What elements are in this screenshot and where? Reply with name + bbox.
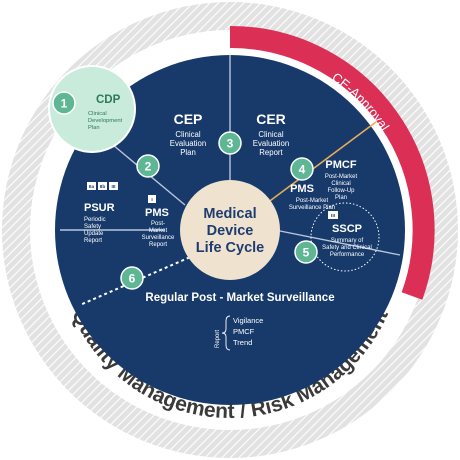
badge-5-label: 5 [303,246,310,260]
divider-upper-right [254,121,377,213]
cdp-bubble [48,65,136,153]
pms-plan-title: PMS [290,183,314,195]
report-label: Report [215,330,221,348]
psur-badge-b-box [98,182,107,190]
report-item-pmcf: PMCF [233,327,255,336]
psur-badge-a: IIa [89,184,95,190]
psur-title: PSUR [84,202,115,214]
badge-4: 4 [290,157,314,181]
badge-2-circle [136,154,160,178]
badge-5-circle [294,240,318,264]
pmcf-title: PMCF [325,159,356,171]
pms-report-badge-label: I [151,197,153,203]
divider-right [274,229,401,256]
sscp-line3: Performance [330,252,365,258]
badge-2: 2 [136,154,160,178]
psur-badge-c: III [112,184,117,190]
badge-4-label: 4 [299,163,306,177]
cep-line1: Clinical [175,130,200,139]
pms-report-line1: Post- [151,221,165,227]
badge-6: 6 [120,266,144,290]
sscp-badge-iii: III [331,213,336,219]
badge-4-circle [290,157,314,181]
psur-badge-b: IIb [100,184,106,190]
badge-2-label: 2 [145,160,152,174]
pms-report-badge-box [148,195,156,203]
badge-5: 5 [294,240,318,264]
badge-3: 3 [218,131,242,155]
psur-badge-a-box [87,182,96,190]
cer-title: CER [256,111,286,127]
sscp-badge-iii-box [328,211,338,219]
pms-report-line3: Surveillance [142,235,175,241]
psur-badges: IIa IIb III [87,182,118,190]
pms-plan-line1: Post-Market [296,198,329,204]
regular-pms-label: Regular Post - Market Surveillance [145,292,334,304]
sscp-badge-impl: Impl. [348,213,359,219]
cdp-line1: Clinical [88,111,107,117]
cep-title: CEP [174,111,203,127]
sscp-circle [310,202,380,272]
cdp-line3: Plan [88,125,100,131]
psur-line1: Periodic [84,217,106,223]
cer-line1: Clinical [258,130,283,139]
sscp-line2: Safety and Clinical [322,245,372,251]
psur-line3: Update [84,231,104,237]
cer-line2: Evaluation [253,139,289,148]
report-brace [221,315,231,351]
pmcf-line2: Clinical [331,181,350,187]
badge-3-circle [218,131,242,155]
sscp-line1: Summary of [331,238,364,244]
pms-report-title: PMS [145,207,169,219]
pms-report-line2: Market [149,228,168,234]
badge-6-circle [120,266,144,290]
pms-report-line4: Report [149,242,167,248]
hub-circle [180,180,280,280]
pmcf-line4: Plan [335,195,347,201]
psur-line4: Report [84,238,102,244]
cdp-title: CDP [96,94,121,106]
badge-1 [52,91,76,115]
psur-badge-c-box [109,182,118,190]
ce-approval-arc [229,25,435,300]
hub-line2: Device [207,223,254,239]
pms-plan-line2: Surveillance Plan [289,205,335,211]
badge-1-label: 1 [61,97,68,111]
badge-3-label: 3 [227,137,234,151]
sscp-title: SSCP [332,223,362,235]
hub-line3: Life Cycle [196,240,265,256]
report-item-trend: Trend [233,338,252,347]
cep-line3: Plan [180,148,196,157]
badge-6-label: 6 [129,272,136,286]
pmcf-line3: Follow-Up [327,188,355,194]
hub-line1: Medical [203,206,256,222]
cep-line2: Evaluation [170,139,206,148]
pmcf-line1: Post-Market [325,174,358,180]
cer-line3: Report [259,148,283,157]
cdp-line2: Development [88,118,123,124]
psur-line2: Safety [84,224,101,230]
report-item-vigilance: Vigilance [233,316,263,325]
pms-report-badge: I [148,195,156,203]
sscp-badges: III Impl. [328,211,359,219]
